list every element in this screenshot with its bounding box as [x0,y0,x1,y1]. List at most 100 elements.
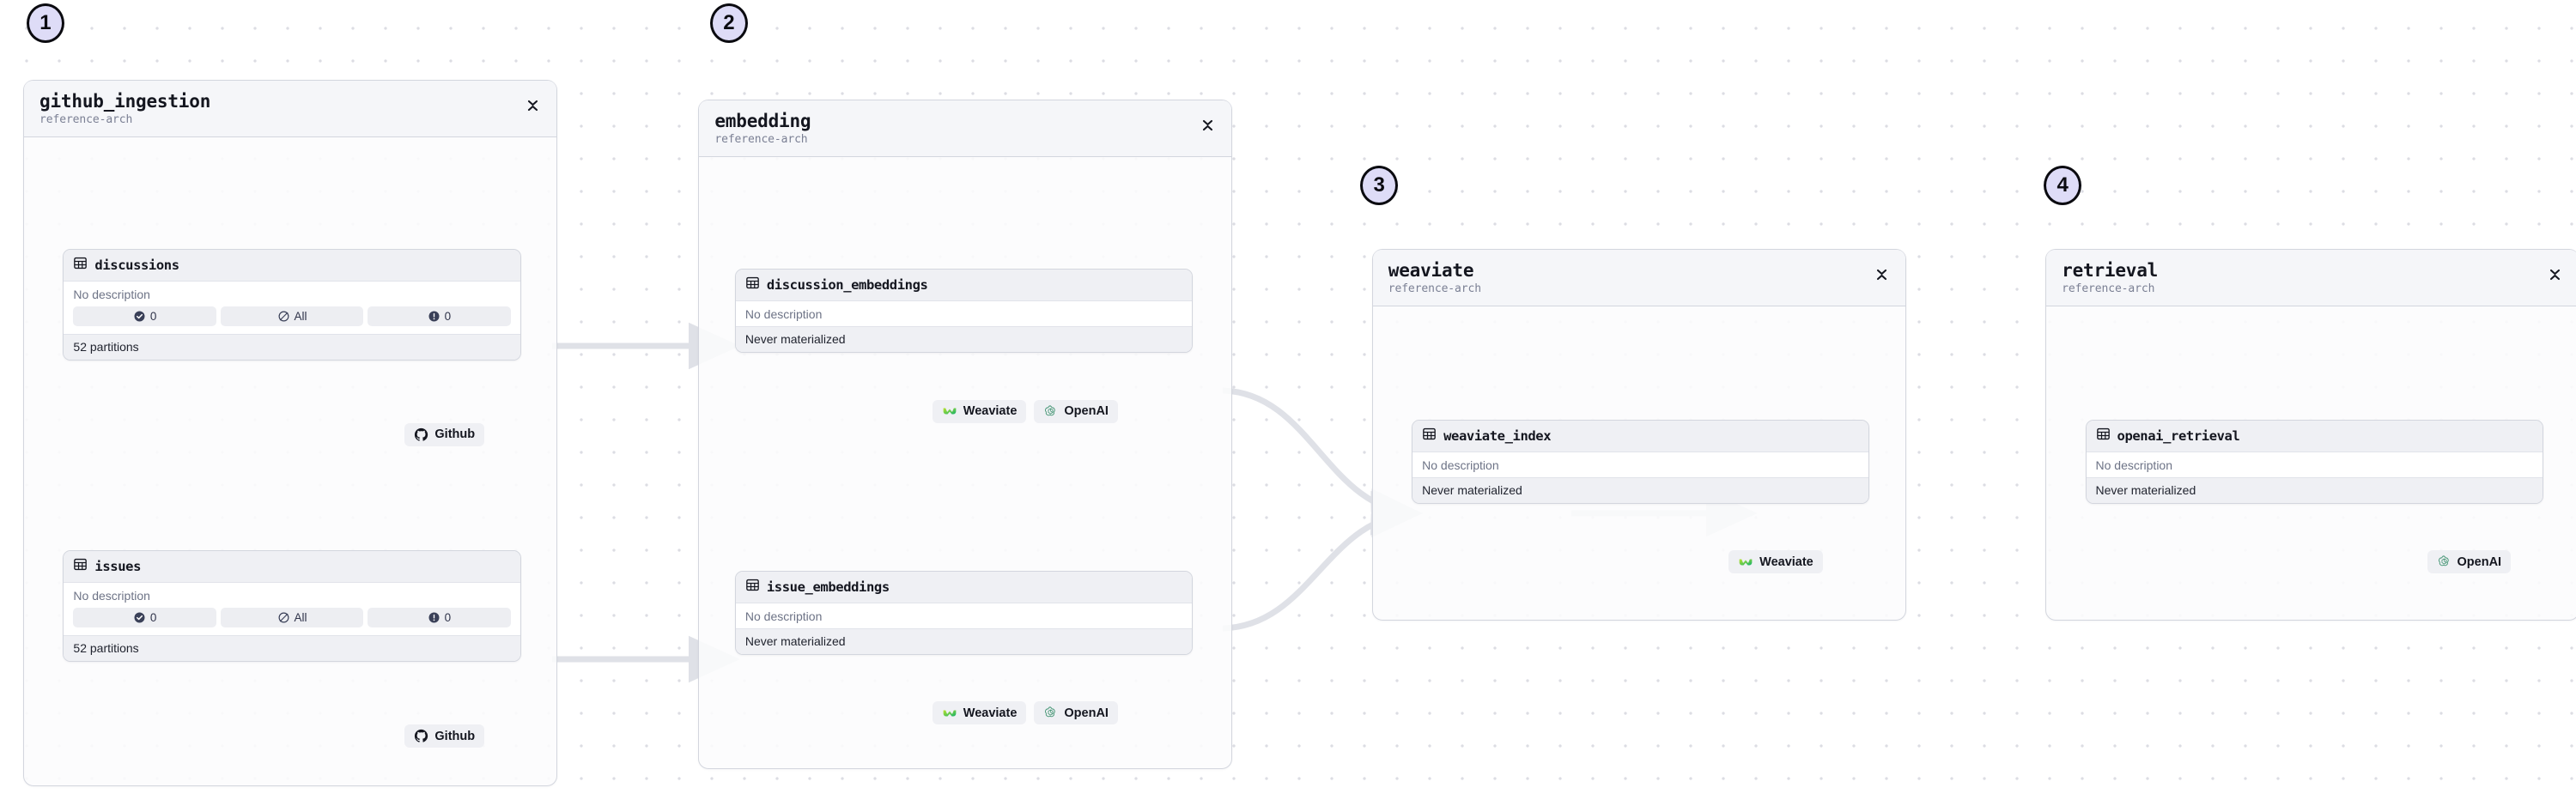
asset-header: openai_retrieval [2086,420,2543,452]
group-subtitle: reference-arch [1388,282,1481,296]
openai-icon [1043,404,1058,419]
chevron-collapse-icon[interactable] [2547,264,2563,286]
chip-label: Weaviate [963,404,1018,419]
asset-status: Never materialized [735,325,1193,352]
weaviate-icon [942,706,957,721]
chip-label: Github [434,427,476,442]
group-subtitle: reference-arch [39,113,133,127]
asset-tag-chips: Github [404,422,485,446]
asset-header: issues [64,551,520,584]
pill-exclamation-circle[interactable]: 0 [368,608,511,628]
check-circle-icon [133,310,146,323]
asset-tag-chips: Weaviate [1728,550,1823,574]
openai-icon [2437,555,2451,569]
asset-description: No description [735,603,1193,628]
chip-label: Github [434,729,476,743]
chevron-collapse-icon[interactable] [1874,264,1890,286]
asset-name: issue_embeddings [766,579,890,595]
asset-name: weaviate_index [1443,427,1552,444]
pill-no-entry[interactable]: All [220,306,364,326]
pill-check-circle[interactable]: 0 [73,608,216,628]
asset-pill-row: 0 All 0 [64,608,520,636]
asset-pill-row: 0 All 0 [64,306,520,334]
table-asset-icon [2096,427,2111,445]
asset-description: No description [64,583,520,609]
pill-label: 0 [444,309,452,323]
asset-status: Never materialized [2086,476,2543,503]
chip-label: OpenAI [1064,404,1109,419]
pill-label: 0 [149,611,157,625]
asset-tag-chips: OpenAI [2427,550,2512,574]
pill-label: All [294,309,307,323]
no-entry-icon [277,310,290,323]
group-subtitle: reference-arch [714,133,808,147]
chip-weaviate[interactable]: Weaviate [932,399,1027,423]
chevron-collapse-icon[interactable] [525,94,541,117]
asset-header: weaviate_index [1413,420,1869,452]
asset-status: Never materialized [735,627,1193,654]
group-title: weaviate [1388,259,1474,281]
weaviate-icon [942,403,957,419]
table-asset-icon [1422,427,1437,445]
asset-status: Never materialized [1413,476,1869,503]
asset-description: No description [2086,451,2543,477]
chip-github[interactable]: Github [404,724,485,748]
asset-name: discussion_embeddings [766,276,928,293]
chip-weaviate[interactable]: Weaviate [932,701,1027,725]
asset-tag-chips: Github [404,724,485,748]
asset-header: issue_embeddings [735,571,1193,603]
table-asset-icon [745,578,760,597]
chip-openai[interactable]: OpenAI [2427,550,2512,574]
group-title: github_ingestion [39,90,211,112]
pill-no-entry[interactable]: All [220,608,364,628]
table-asset-icon [73,256,88,275]
group-subtitle: reference-arch [2062,282,2155,296]
step-badge-4: 4 [2044,166,2082,206]
github-icon [414,427,428,442]
chip-github[interactable]: Github [404,422,485,446]
pill-label: All [294,611,307,625]
chip-label: OpenAI [2457,555,2502,569]
chip-label: Weaviate [1759,555,1814,569]
asset-header: discussion_embeddings [735,269,1193,301]
group-title: retrieval [2062,259,2159,281]
chip-weaviate[interactable]: Weaviate [1728,550,1823,574]
pill-label: 0 [444,611,452,625]
chip-openai[interactable]: OpenAI [1034,399,1118,423]
exclamation-circle-icon [428,611,440,624]
pill-check-circle[interactable]: 0 [73,306,216,326]
asset-name: openai_retrieval [2117,427,2240,444]
chevron-collapse-icon[interactable] [1200,114,1216,136]
group-body-github_ingestion [24,137,556,806]
step-badge-1: 1 [26,3,64,43]
openai-icon [1043,706,1058,720]
asset-tag-chips: Weaviate OpenAI [932,399,1118,423]
exclamation-circle-icon [428,310,440,323]
github-icon [414,729,428,743]
asset-header: discussions [64,249,520,282]
asset-tag-chips: Weaviate OpenAI [932,701,1118,725]
pill-exclamation-circle[interactable]: 0 [368,306,511,326]
no-entry-icon [277,611,290,624]
asset-status: 52 partitions [64,333,520,360]
asset-description: No description [64,281,520,306]
chip-label: Weaviate [963,706,1018,720]
chip-openai[interactable]: OpenAI [1034,701,1118,725]
asset-name: discussions [94,257,179,273]
asset-description: No description [735,300,1193,326]
